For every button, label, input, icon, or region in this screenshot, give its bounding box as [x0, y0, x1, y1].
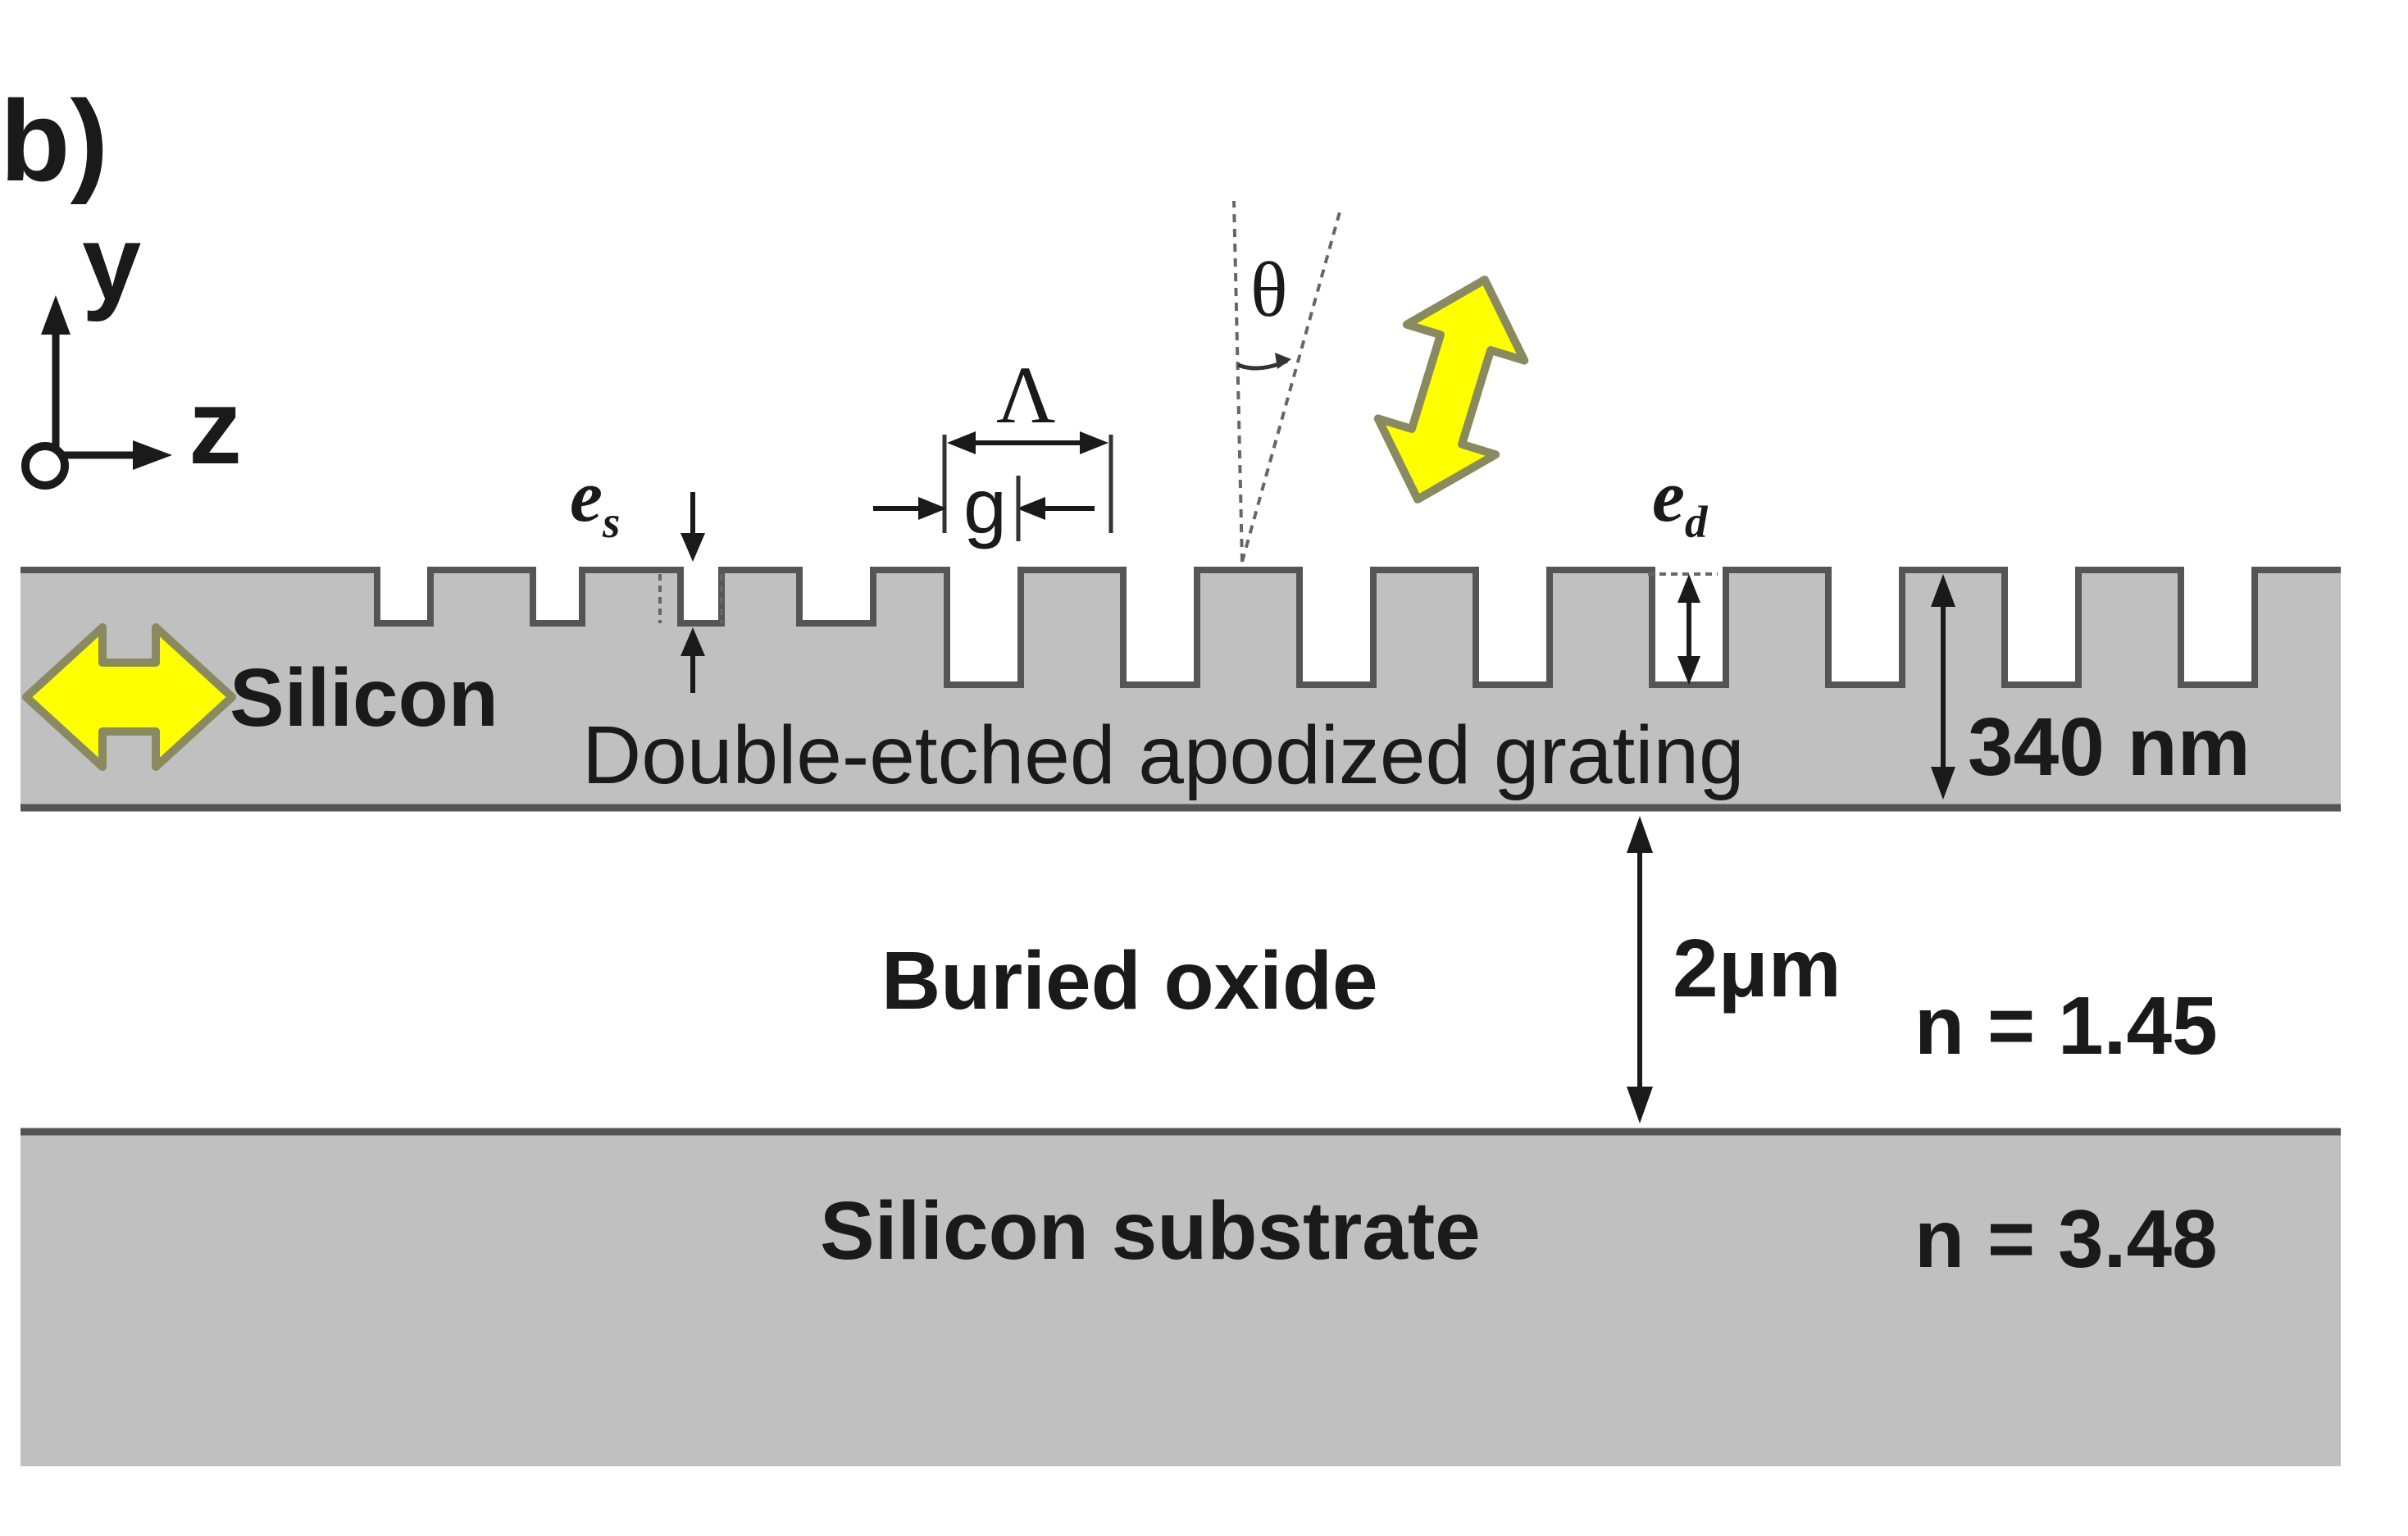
buried-oxide-label: Buried oxide [881, 935, 1378, 1027]
box-index-label: n = 1.45 [1914, 980, 2218, 1072]
silicon-substrate-layer [20, 1130, 2341, 1466]
emission-angle-lines [1232, 200, 1342, 563]
grating-label: Double-etched apodized grating [582, 709, 1745, 801]
deep-etch-dimension [1648, 572, 1718, 685]
grating-profile-outline [20, 567, 2341, 688]
si-thickness-label: 340 nm [1968, 701, 2251, 793]
axes-icon [21, 295, 172, 490]
guided-light-arrow-icon [22, 623, 236, 771]
substrate-index-label: n = 3.48 [1914, 1193, 2218, 1285]
silicon-label: Silicon [230, 652, 498, 744]
box-thickness-label: 2μm [1673, 923, 1841, 1014]
period-dimension [942, 431, 1113, 533]
si-thickness-dimension [1931, 574, 1955, 800]
shallow-etch-dimension [658, 492, 723, 693]
silicon-grating-layer [20, 570, 2341, 808]
box-thickness-dimension [1627, 816, 1653, 1124]
z-axis-label: z [189, 367, 242, 486]
gap-dimension [873, 476, 1095, 541]
panel-label: b) [0, 76, 108, 205]
deep-etch-label: ed [1652, 456, 1709, 547]
gap-label: g [963, 463, 1007, 550]
diffracted-light-arrow-icon [1373, 276, 1529, 504]
y-axis-label: y [82, 203, 141, 322]
shallow-etch-label: es [570, 456, 620, 547]
period-label: Λ [996, 349, 1056, 440]
substrate-label: Silicon substrate [820, 1185, 1481, 1277]
theta-label: θ [1250, 246, 1288, 333]
